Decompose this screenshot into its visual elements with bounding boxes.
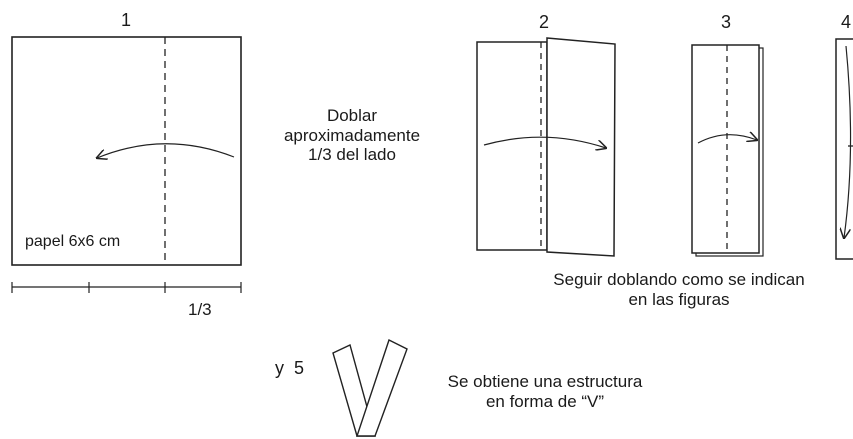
continue-instruction-line: en las figuras: [628, 289, 730, 309]
figure-3-number: 3: [721, 12, 732, 32]
fold-arrow: [483, 136, 606, 148]
figure-4: [835, 38, 853, 260]
paper-size-label: papel 6x6 cm: [25, 233, 121, 250]
folded-flap: [546, 37, 616, 257]
result-description-line: Se obtiene una estructura: [447, 372, 643, 391]
figure-5-label: y 5: [275, 358, 305, 378]
figure-3: [691, 44, 764, 257]
continue-instruction: Seguir doblando como se indican en las f…: [514, 270, 844, 309]
fold-instruction-line: Doblar: [326, 106, 378, 125]
figure-1-number: 1: [121, 10, 132, 30]
strip-front: [691, 44, 760, 254]
fraction-label: 1/3: [188, 300, 212, 319]
fold-instruction-line: aproximadamente: [283, 125, 421, 145]
base-panel: [476, 41, 548, 251]
fold-arrow: [697, 135, 757, 144]
result-description-line: en forma de “V”: [485, 391, 605, 411]
fold-arrow: [844, 45, 852, 238]
figure-5-v-shape: [332, 339, 408, 437]
folded-strip: [835, 38, 853, 260]
continue-instruction-line: Seguir doblando como se indican: [553, 270, 805, 289]
figure-1: [11, 36, 242, 293]
fold-arrow: [97, 143, 235, 158]
result-description: Se obtiene una estructura en forma de “V…: [420, 372, 670, 411]
fold-instruction-line: 1/3 del lado: [308, 145, 396, 165]
figure-2: [476, 37, 616, 257]
figure-2-number: 2: [539, 12, 550, 32]
square-paper: [11, 36, 242, 266]
fold-instruction: Doblar aproximadamente 1/3 del lado: [262, 106, 442, 165]
figure-4-number: 4: [841, 12, 852, 32]
v-right-arm: [356, 339, 408, 437]
